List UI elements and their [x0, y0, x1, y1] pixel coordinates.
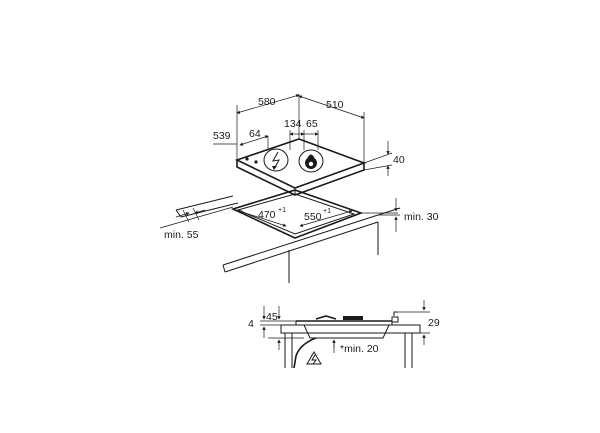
dim-470-tolerance: +1	[278, 207, 286, 214]
electric-burner	[263, 148, 289, 172]
dim-470-line	[238, 210, 287, 227]
flame-symbol-icon	[305, 154, 317, 169]
lightning-symbol-icon	[272, 151, 280, 170]
control-dot	[245, 157, 249, 161]
hob-top-view: 580 510 539 64 134 65 40	[213, 94, 405, 196]
dim-45-label: 45	[266, 311, 278, 323]
hob-body-section	[303, 324, 390, 339]
section-view: *min. 20 4 45 29	[248, 300, 440, 369]
cabinet-right-wall	[404, 333, 413, 368]
dim-29-label: 29	[428, 317, 440, 329]
dim-580-line	[236, 94, 300, 114]
dim-134-label: 134	[284, 118, 302, 130]
gas-connector	[391, 316, 399, 323]
dim-550-line	[299, 210, 353, 227]
cabinet-left-wall	[284, 333, 293, 368]
warning-electrical-icon	[306, 351, 322, 365]
dim-40-label: 40	[393, 154, 405, 166]
dim-65-label: 65	[306, 118, 318, 130]
worktop-section	[280, 324, 421, 334]
dim-min55-label: min. 55	[164, 229, 199, 241]
dim-470-label: 470	[258, 209, 276, 221]
dim-64-label: 64	[249, 128, 261, 140]
gas-burner	[298, 149, 324, 173]
hob-front-edge	[236, 160, 365, 196]
dim-510-label: 510	[326, 99, 344, 111]
supply-cable	[293, 337, 317, 369]
dim-510-line	[298, 95, 365, 119]
dim-550-label: 550	[304, 211, 322, 223]
dim-4-label: 4	[248, 318, 254, 330]
dim-550-tolerance: +1	[323, 208, 331, 215]
burner-cap	[343, 316, 363, 320]
dim-min30-label: min. 30	[404, 211, 439, 223]
dim-580-label: 580	[258, 96, 276, 108]
dim-539-label: 539	[213, 130, 231, 142]
control-dot	[254, 160, 258, 164]
dim-min20-label: *min. 20	[340, 343, 379, 355]
countertop-cutout: 470 +1 550 +1 min. 55 min. 30	[159, 189, 439, 283]
